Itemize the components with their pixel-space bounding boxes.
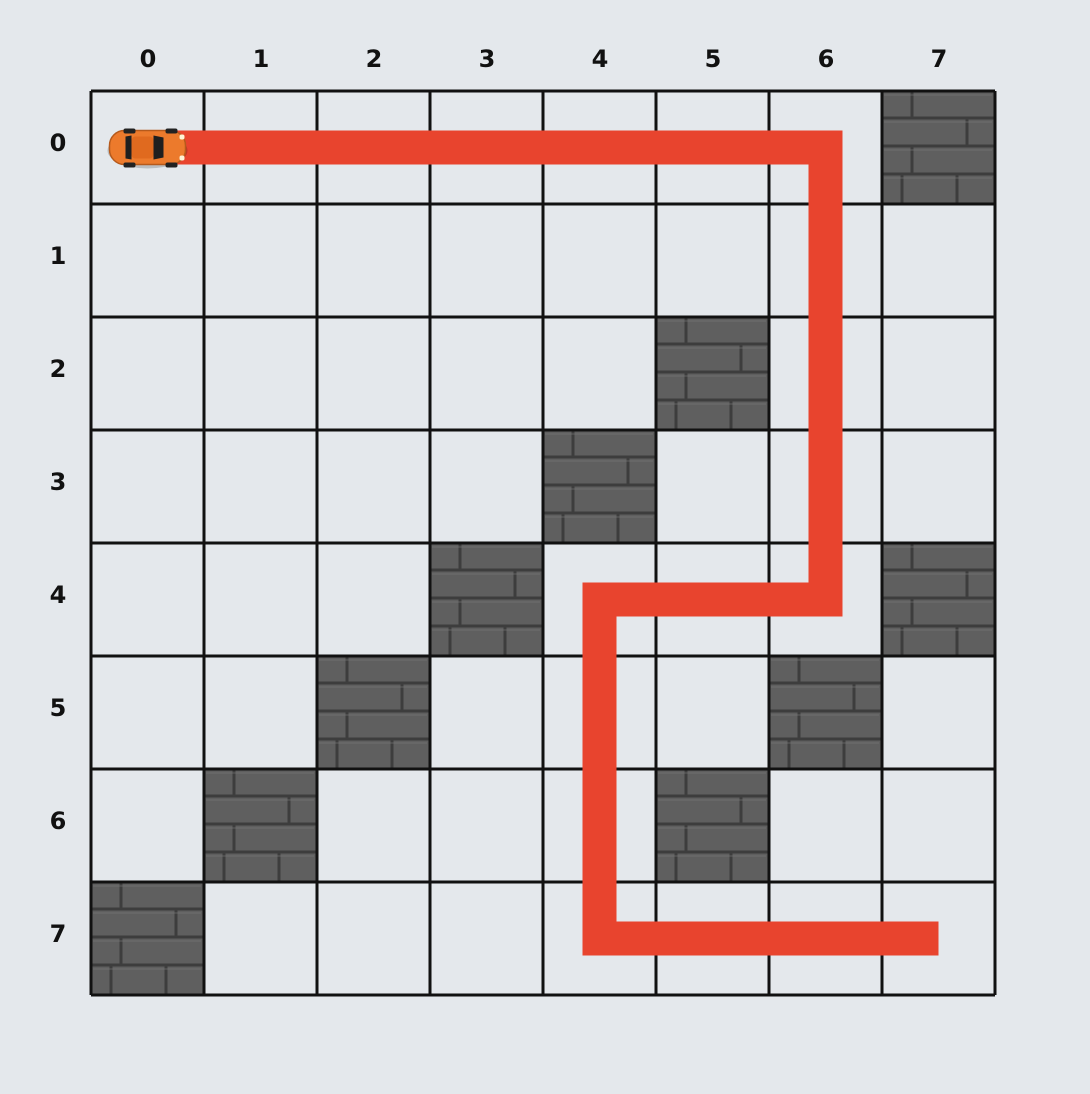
grid-lines bbox=[89, 89, 997, 997]
car-headlight bbox=[179, 134, 185, 140]
row-label-2: 2 bbox=[49, 355, 67, 383]
brick-wall-cell-5-6 bbox=[769, 656, 882, 769]
brick-wall-cell-0-7 bbox=[882, 91, 995, 204]
col-label-4: 4 bbox=[591, 45, 609, 73]
row-label-0: 0 bbox=[49, 129, 67, 157]
brick-wall-cell-2-5 bbox=[656, 317, 769, 430]
walls-layer bbox=[91, 91, 995, 995]
brick-wall-cell-6-1 bbox=[204, 769, 317, 882]
brick-wall-cell-3-4 bbox=[543, 430, 656, 543]
row-label-4: 4 bbox=[49, 581, 67, 609]
route-path bbox=[147, 130, 939, 956]
col-label-6: 6 bbox=[817, 45, 835, 73]
car-windshield bbox=[153, 135, 164, 160]
car-headlight bbox=[179, 155, 185, 161]
col-label-3: 3 bbox=[478, 45, 496, 73]
brick-wall-cell-5-2 bbox=[317, 656, 430, 769]
brick-wall-cell-6-5 bbox=[656, 769, 769, 882]
car-icon bbox=[107, 128, 188, 169]
brick-wall-cell-4-7 bbox=[882, 543, 995, 656]
car-wheel bbox=[123, 162, 136, 168]
car-rear-window bbox=[125, 135, 132, 160]
col-label-1: 1 bbox=[252, 45, 270, 73]
col-label-5: 5 bbox=[704, 45, 722, 73]
brick-wall-cell-7-0 bbox=[91, 882, 204, 995]
route-line bbox=[147, 130, 939, 956]
brick-wall-cell-4-3 bbox=[430, 543, 543, 656]
col-label-2: 2 bbox=[365, 45, 383, 73]
car-wheel bbox=[165, 162, 178, 168]
car-roof bbox=[131, 136, 154, 159]
car-wheel bbox=[123, 128, 136, 134]
row-label-3: 3 bbox=[49, 468, 67, 496]
row-label-5: 5 bbox=[49, 694, 67, 722]
row-label-6: 6 bbox=[49, 807, 67, 835]
col-label-0: 0 bbox=[139, 45, 157, 73]
row-label-7: 7 bbox=[49, 920, 67, 948]
row-label-1: 1 bbox=[49, 242, 67, 270]
col-label-7: 7 bbox=[930, 45, 948, 73]
car-wheel bbox=[165, 128, 178, 134]
